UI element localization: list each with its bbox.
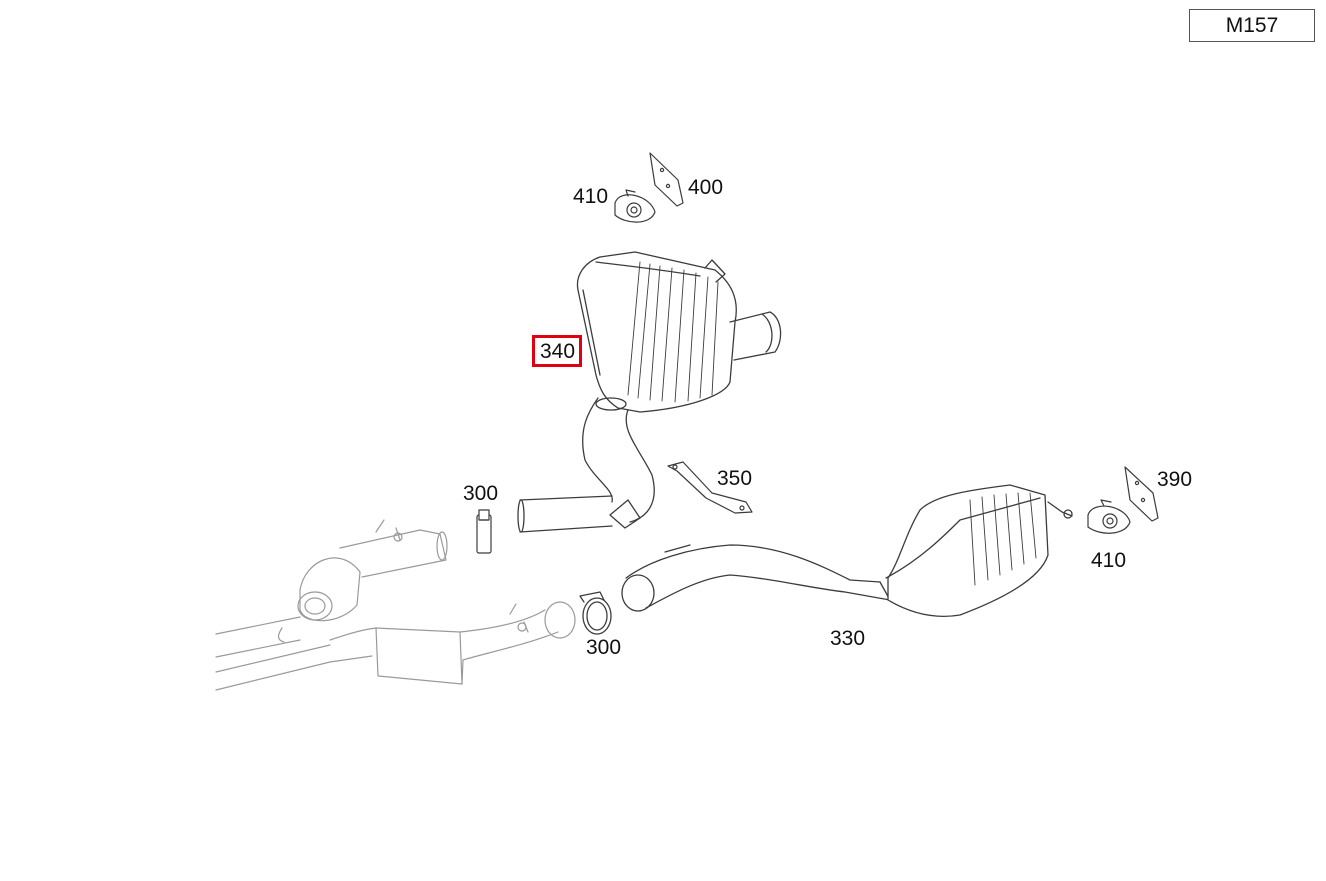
pipe-330-drawing xyxy=(621,484,1073,617)
callout-330[interactable]: 330 xyxy=(830,627,866,650)
callout-300-upper[interactable]: 300 xyxy=(463,482,499,505)
callout-300-lower[interactable]: 300 xyxy=(586,636,622,659)
clamp-300-lower-drawing xyxy=(579,591,612,635)
mount-410-lower-drawing xyxy=(1087,499,1131,534)
plate-400-drawing xyxy=(649,152,684,207)
callout-340-selected[interactable]: 340 xyxy=(532,335,583,367)
callout-400[interactable]: 400 xyxy=(688,176,724,199)
callout-410-upper[interactable]: 410 xyxy=(573,185,609,208)
front-exhaust-section xyxy=(215,519,576,691)
bracket-350-drawing xyxy=(667,461,753,514)
mount-410-upper-drawing xyxy=(614,189,656,223)
callout-350[interactable]: 350 xyxy=(717,467,753,490)
plate-390-drawing xyxy=(1124,466,1159,522)
clamp-300-upper-drawing xyxy=(476,509,492,554)
rear-muffler-340-drawing xyxy=(517,251,782,533)
callout-390[interactable]: 390 xyxy=(1157,468,1193,491)
callout-410-lower[interactable]: 410 xyxy=(1091,549,1127,572)
engine-code-label: M157 xyxy=(1189,9,1315,42)
